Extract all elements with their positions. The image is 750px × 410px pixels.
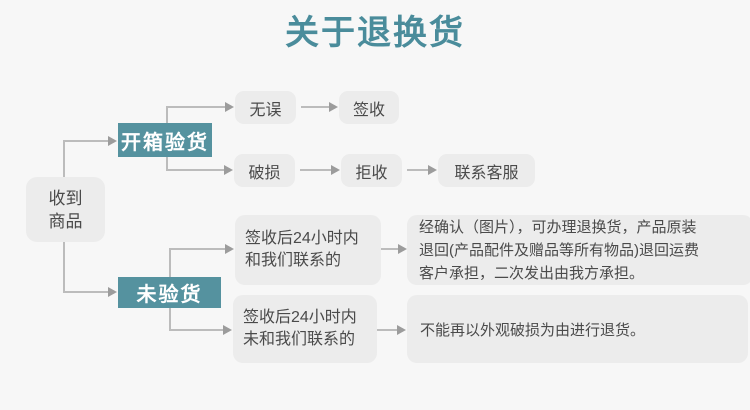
arrow-head-icon bbox=[329, 102, 338, 112]
node-reject-delivery: 拒收 bbox=[341, 154, 402, 187]
arrow-head-icon bbox=[225, 244, 234, 254]
node-contact-customer-service: 联系客服 bbox=[438, 154, 535, 187]
page-title: 关于退换货 bbox=[285, 14, 465, 52]
node-sign-receipt: 签收 bbox=[339, 91, 399, 124]
node-label: 签收后24小时内 bbox=[245, 230, 359, 247]
connector-damaged-to-reject bbox=[300, 169, 332, 171]
node-contacted-within-24h: 签收后24小时内 和我们联系的 bbox=[235, 215, 381, 285]
node-open-box-inspection: 开箱验货 bbox=[118, 123, 212, 157]
arrow-head-icon bbox=[397, 325, 406, 335]
node-label: 签收后24小时内 bbox=[243, 309, 357, 326]
connector-to-not-contacted bbox=[169, 329, 224, 331]
arrow-head-icon bbox=[428, 165, 437, 175]
node-not-contacted-result: 不能再以外观破损为由进行退货。 bbox=[407, 295, 748, 363]
arrow-head-icon bbox=[398, 244, 407, 254]
result-text-line: 退回(产品配件及赠品等所有物品)退回运费 bbox=[419, 241, 699, 259]
connector-inspect-to-no-error bbox=[166, 106, 226, 108]
connector-inspect-to-damaged bbox=[166, 169, 225, 171]
node-label: 收到 bbox=[48, 188, 83, 208]
node-label: 和我们联系的 bbox=[245, 252, 342, 269]
arrow-head-icon bbox=[331, 165, 340, 175]
connector-root-to-not-inspected bbox=[63, 291, 109, 293]
node-label: 未和我们联系的 bbox=[243, 331, 356, 348]
node-contacted-result: 经确认（图片），可办理退换货，产品原装 退回(产品配件及赠品等所有物品)退回运费… bbox=[407, 215, 750, 285]
connector-reject-to-contact bbox=[407, 169, 429, 171]
result-text-line: 客户承担，二次发出由我方承担。 bbox=[419, 264, 645, 282]
connector-root-to-inspect bbox=[63, 140, 109, 142]
arrow-head-icon bbox=[108, 136, 117, 146]
connector-contacted-to-result bbox=[376, 248, 399, 250]
connector-to-contacted bbox=[169, 248, 226, 250]
connector-not-contacted-to-result bbox=[372, 329, 398, 331]
node-not-contacted-within-24h: 签收后24小时内 未和我们联系的 bbox=[233, 295, 377, 363]
arrow-head-icon bbox=[224, 165, 233, 175]
node-label: 商品 bbox=[48, 211, 83, 231]
connector-no-error-to-sign bbox=[301, 106, 330, 108]
node-damaged: 破损 bbox=[234, 154, 295, 187]
arrow-head-icon bbox=[108, 287, 117, 297]
arrow-head-icon bbox=[223, 325, 232, 335]
result-text-line: 经确认（图片），可办理退换货，产品原装 bbox=[419, 218, 697, 236]
arrow-head-icon bbox=[225, 102, 234, 112]
node-not-inspected: 未验货 bbox=[118, 277, 221, 308]
node-received-goods: 收到 商品 bbox=[26, 177, 105, 242]
node-no-error: 无误 bbox=[235, 91, 296, 124]
